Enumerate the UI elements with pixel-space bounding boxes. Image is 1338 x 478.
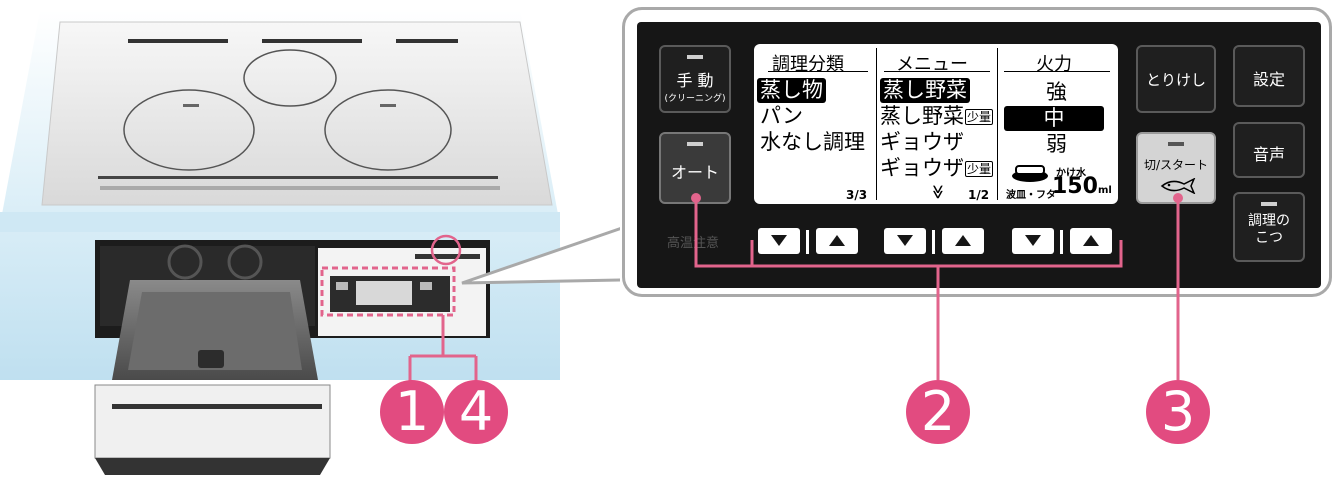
heat-item: 弱 [1046, 132, 1067, 156]
water-sublabel: 波皿・フタ [1006, 190, 1056, 201]
wave-plate-icon [1012, 165, 1048, 182]
start-stop-button[interactable]: 切/スタート [1136, 132, 1216, 204]
menu-up-button[interactable] [942, 228, 984, 254]
menu-down-button[interactable] [884, 228, 926, 254]
heat-item: 中 [1004, 106, 1104, 131]
water-label: かけ水 [1056, 168, 1086, 179]
cancel-label: とりけし [1145, 71, 1206, 89]
column-header-menu: メニュー [896, 54, 968, 75]
menu-pager: 1/2 [968, 188, 990, 202]
high-temp-caution-label: 高温注意 [667, 236, 720, 251]
menu-item: ギョウザ少量 [880, 156, 994, 180]
menu-item: ギョウザ [880, 130, 964, 154]
tips-led [1261, 202, 1277, 206]
stove-illustration [0, 10, 620, 475]
down-arrow-icon [1025, 235, 1041, 246]
callout-number-2: 2 [906, 380, 970, 444]
column-header-heat: 火力 [1036, 54, 1072, 75]
down-arrow-icon [771, 235, 787, 246]
water-amount: 150ml [1052, 174, 1112, 199]
up-arrow-icon [1083, 235, 1099, 246]
auto-label: オート [670, 163, 719, 182]
column-header-category: 調理分類 [772, 54, 844, 75]
cooking-tips-button[interactable]: 調理の こつ [1233, 192, 1305, 262]
cooktop-surface [41, 21, 553, 206]
callout-number-3: 3 [1146, 380, 1210, 444]
heat-up-button[interactable] [1070, 228, 1112, 254]
heat-down-button[interactable] [1012, 228, 1054, 254]
lcd-display: 調理分類 蒸し物 パン 水なし調理 3/3 メニュー 蒸し野菜 蒸し野菜少量 ギ… [754, 44, 1118, 204]
burner-right [324, 89, 452, 171]
heat-item: 強 [1046, 80, 1067, 104]
tips-label: 調理の こつ [1248, 213, 1290, 246]
burner-back [243, 49, 337, 107]
small-portion-tag: 少量 [965, 161, 994, 177]
burner-left [123, 89, 255, 171]
cancel-button[interactable]: とりけし [1136, 45, 1216, 113]
settings-label: 設定 [1252, 70, 1285, 89]
menu-item: 蒸し野菜少量 [880, 104, 994, 128]
category-pager: 3/3 [846, 188, 868, 202]
menu-item: 蒸し野菜 [880, 78, 970, 103]
lcd-separator [876, 48, 877, 200]
category-item: 水なし調理 [760, 130, 865, 154]
category-item: 蒸し物 [757, 78, 826, 103]
voice-label: 音声 [1252, 145, 1285, 164]
category-up-button[interactable] [816, 228, 858, 254]
manual-button[interactable]: 手 動 (クリーニング) [659, 45, 731, 113]
down-arrow-icon [897, 235, 913, 246]
category-down-button[interactable] [758, 228, 800, 254]
category-item: パン [760, 104, 804, 128]
voice-button[interactable]: 音声 [1233, 122, 1305, 178]
manual-sublabel: (クリーニング) [664, 94, 726, 104]
auto-led [687, 142, 703, 146]
small-portion-tag: 少量 [965, 109, 994, 125]
callout-number-1: 1 [380, 380, 444, 444]
lcd-separator [997, 48, 998, 200]
callout-number-4: 4 [444, 380, 508, 444]
up-arrow-icon [829, 235, 845, 246]
fish-icon [1160, 178, 1196, 194]
settings-button[interactable]: 設定 [1233, 45, 1305, 107]
start-label: 切/スタート [1143, 158, 1209, 172]
up-arrow-icon [955, 235, 971, 246]
manual-led [687, 55, 703, 59]
start-led [1168, 142, 1184, 146]
manual-label: 手 動 [676, 71, 714, 90]
